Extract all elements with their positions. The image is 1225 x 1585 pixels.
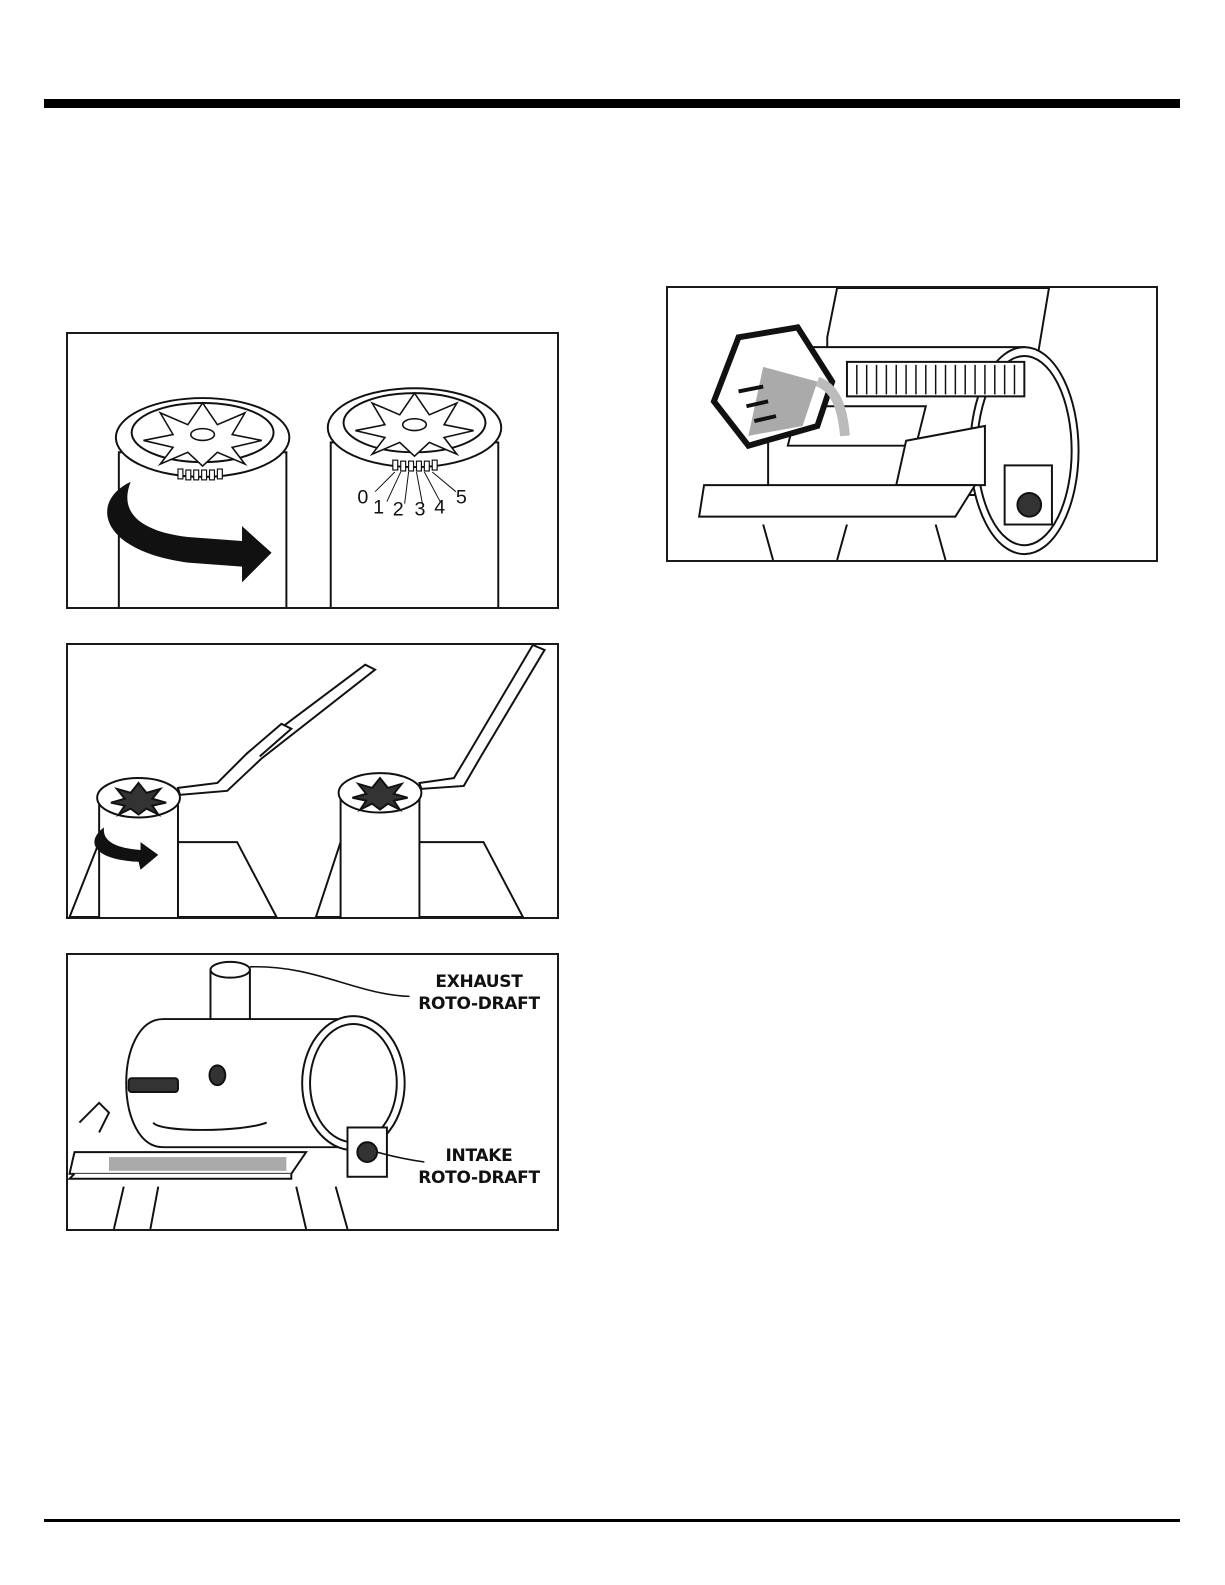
left-damper-stack <box>116 398 289 607</box>
callout-exhaust-line-1: EXHAUST <box>414 971 544 993</box>
handle-illustration <box>68 645 557 917</box>
callout-intake-line-1: INTAKE <box>414 1145 544 1167</box>
callout-exhaust-line-2: ROTO-DRAFT <box>414 993 544 1015</box>
damper-scale-5: 5 <box>456 487 467 509</box>
damper-scale-4: 4 <box>434 496 445 518</box>
damper-scale-0: 0 <box>357 487 368 509</box>
header-rule <box>44 99 1180 108</box>
damper-scale-2: 2 <box>393 498 404 520</box>
grill-shelf-perforation <box>109 1157 286 1171</box>
exhaust-leader-line <box>250 967 410 997</box>
damper-scale-3: 3 <box>415 498 426 520</box>
grill-body <box>70 962 405 1229</box>
figure-damper-handle <box>66 643 559 919</box>
water-pan-illustration <box>668 288 1156 560</box>
callout-intake-roto-draft: INTAKE ROTO-DRAFT <box>414 1145 544 1189</box>
figure-grill-callouts: EXHAUST ROTO-DRAFT INTAKE ROTO-DRAFT <box>66 953 559 1231</box>
figure-damper-rotation: 0 1 2 3 4 5 <box>66 332 559 609</box>
damper-scale-1: 1 <box>373 496 384 518</box>
callout-exhaust-roto-draft: EXHAUST ROTO-DRAFT <box>414 971 544 1015</box>
figure-water-pan <box>666 286 1158 562</box>
footer-rule <box>44 1519 1180 1522</box>
callout-intake-line-2: ROTO-DRAFT <box>414 1167 544 1189</box>
damper-illustration: 0 1 2 3 4 5 <box>68 334 557 607</box>
